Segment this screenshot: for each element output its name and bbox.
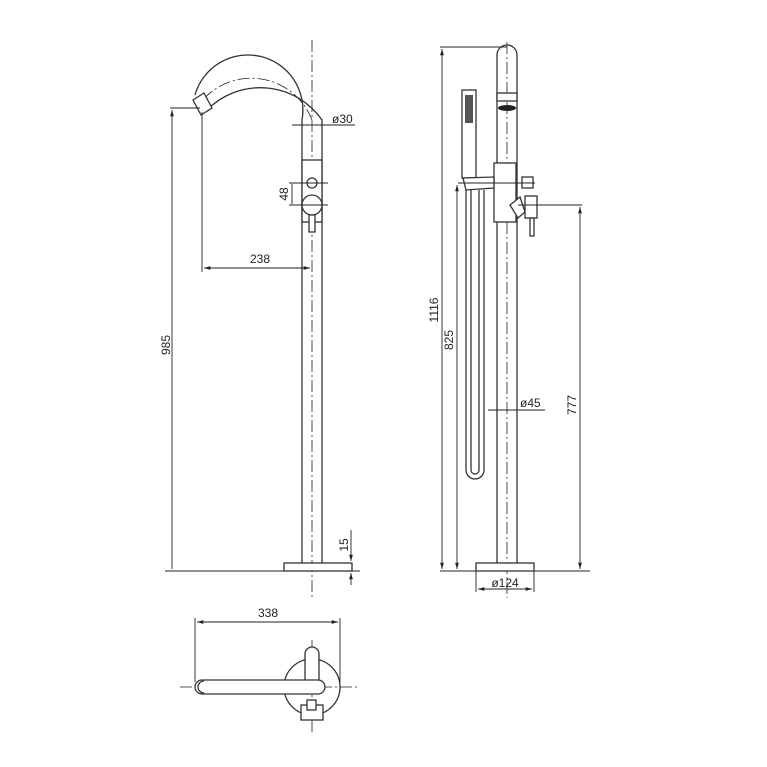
dimension-label-985: 985 [159,335,173,355]
dimension-label-1116: 1116 [427,297,441,322]
dimension-label-dia124: ø124 [491,576,519,590]
dimension-label-777: 777 [565,395,579,415]
spout-top [194,679,326,695]
lever [524,195,538,219]
dimension-label-825: 825 [442,330,456,350]
diverter-knob [521,176,534,189]
shower-head-ring [496,92,518,102]
top-view: 338 [180,606,360,735]
lever-handle [308,214,316,233]
aerator-nozzle [192,92,213,116]
hand-shower-holder [462,176,495,191]
front-view: 985 238 ø30 48 15 [159,40,360,598]
spout-outer [194,54,304,563]
base-plate [283,562,353,572]
base-plate [475,562,535,572]
dimension-label-238: 238 [250,252,270,266]
mixer-body [493,162,517,223]
dimension-label-48: 48 [277,187,291,201]
dimension-label-15: 15 [337,538,351,552]
spout-inner [206,87,323,563]
shower-column [496,44,518,563]
lever-top [306,699,317,711]
dimension-label-338: 338 [258,606,278,620]
side-view: 1116 825 777 ø45 ø124 [427,42,590,598]
lever-stem [529,217,535,237]
dimension-label-dia30: ø30 [332,112,353,126]
dimension-label-dia45: ø45 [520,396,541,410]
overhead-shower-face [498,105,516,111]
shower-hose [465,190,485,480]
hand-shower-nozzles [465,95,473,123]
